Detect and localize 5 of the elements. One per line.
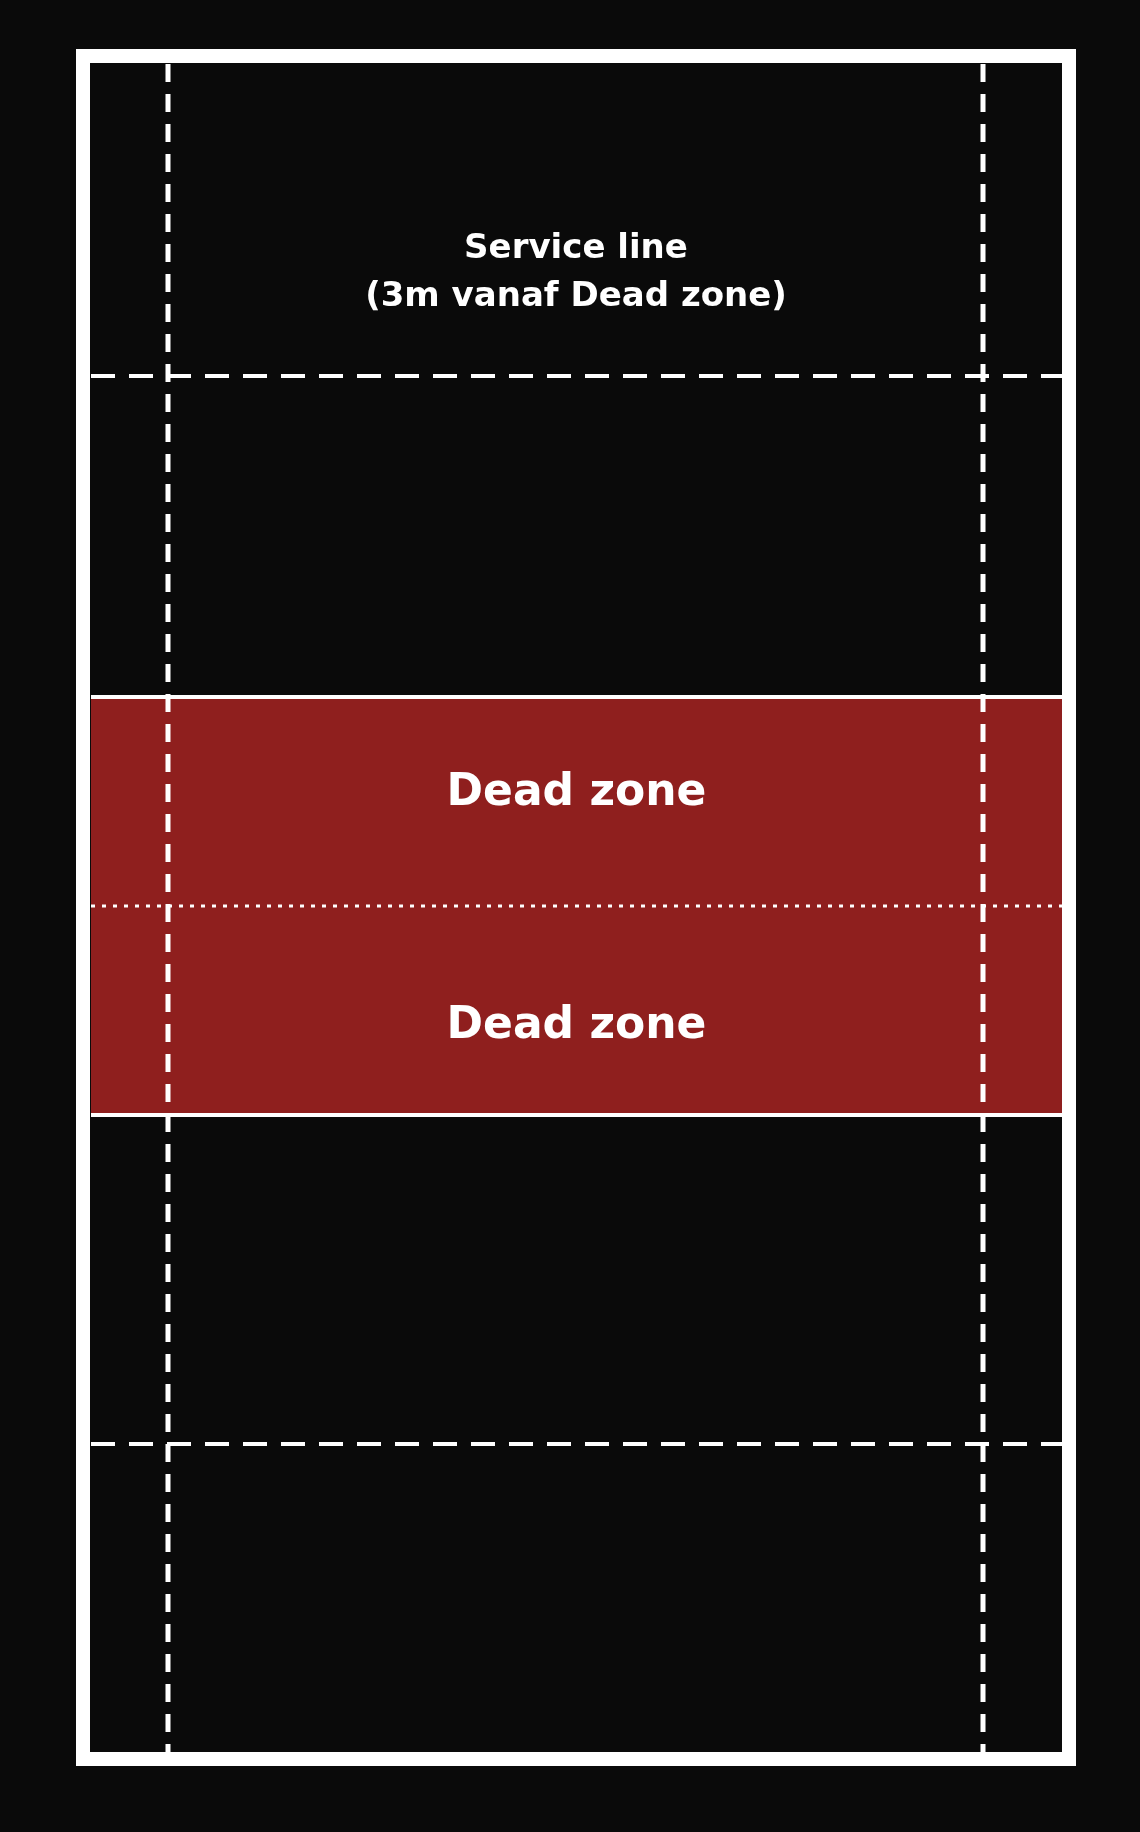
dead-zone-area — [91, 906, 1062, 1115]
zone-label: Dead zone — [446, 997, 707, 1048]
zone-label: Dead zone — [446, 764, 707, 815]
service-line-label: Service line (3m vanaf Dead zone) — [364, 225, 788, 316]
dead-zone-area — [91, 697, 1062, 906]
